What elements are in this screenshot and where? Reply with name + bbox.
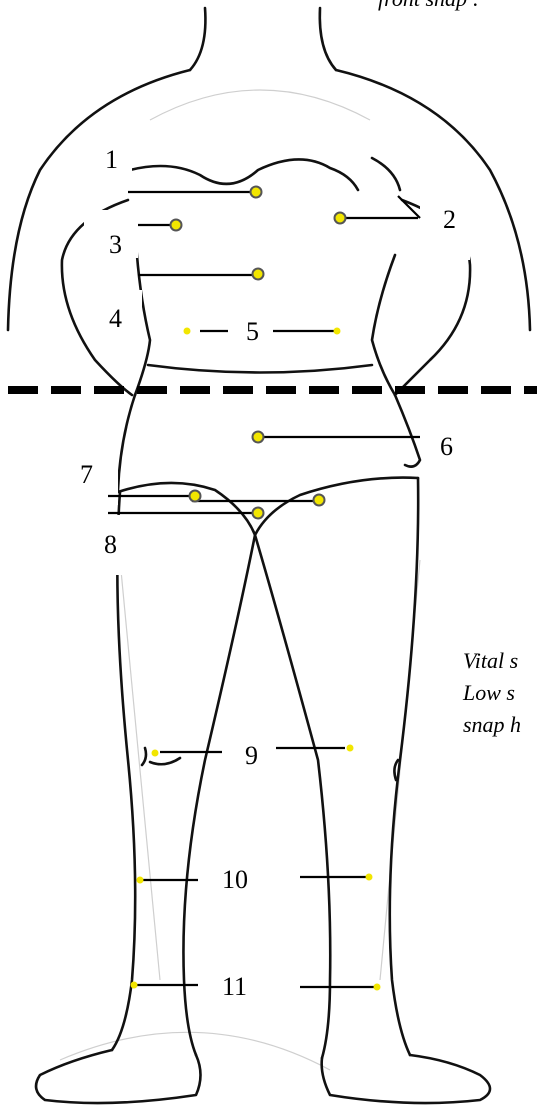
snap-point-8 xyxy=(253,508,264,519)
snap-point-7a xyxy=(190,491,201,502)
side-note-line-3: snap h xyxy=(463,712,521,737)
label-8: 8 xyxy=(104,530,117,559)
side-note-line-1: Vital s xyxy=(463,648,518,673)
snap-point-9a xyxy=(152,750,159,757)
label-5: 5 xyxy=(246,317,259,346)
snap-point-9b xyxy=(347,745,354,752)
label-3: 3 xyxy=(109,230,122,259)
label-4: 4 xyxy=(109,304,122,333)
label-9: 9 xyxy=(245,741,258,770)
snap-point-10a xyxy=(137,877,144,884)
header-note: front snap : xyxy=(378,0,480,11)
label-7: 7 xyxy=(80,460,93,489)
label-6: 6 xyxy=(440,432,453,461)
label-11: 11 xyxy=(222,972,247,1001)
snap-point-1 xyxy=(251,187,262,198)
label-2: 2 xyxy=(443,205,456,234)
side-note-line-2: Low s xyxy=(462,680,515,705)
snap-point-6 xyxy=(253,432,264,443)
snap-point-7b xyxy=(314,495,325,506)
snap-point-5b xyxy=(334,328,341,335)
snap-point-10b xyxy=(366,874,373,881)
snap-point-11b xyxy=(374,984,381,991)
snap-point-3 xyxy=(171,220,182,231)
snap-point-4 xyxy=(253,269,264,280)
label-10: 10 xyxy=(222,865,248,894)
snap-point-11a xyxy=(131,982,138,989)
snap-point-5a xyxy=(184,328,191,335)
label-1: 1 xyxy=(105,145,118,174)
snap-point-2 xyxy=(335,213,346,224)
